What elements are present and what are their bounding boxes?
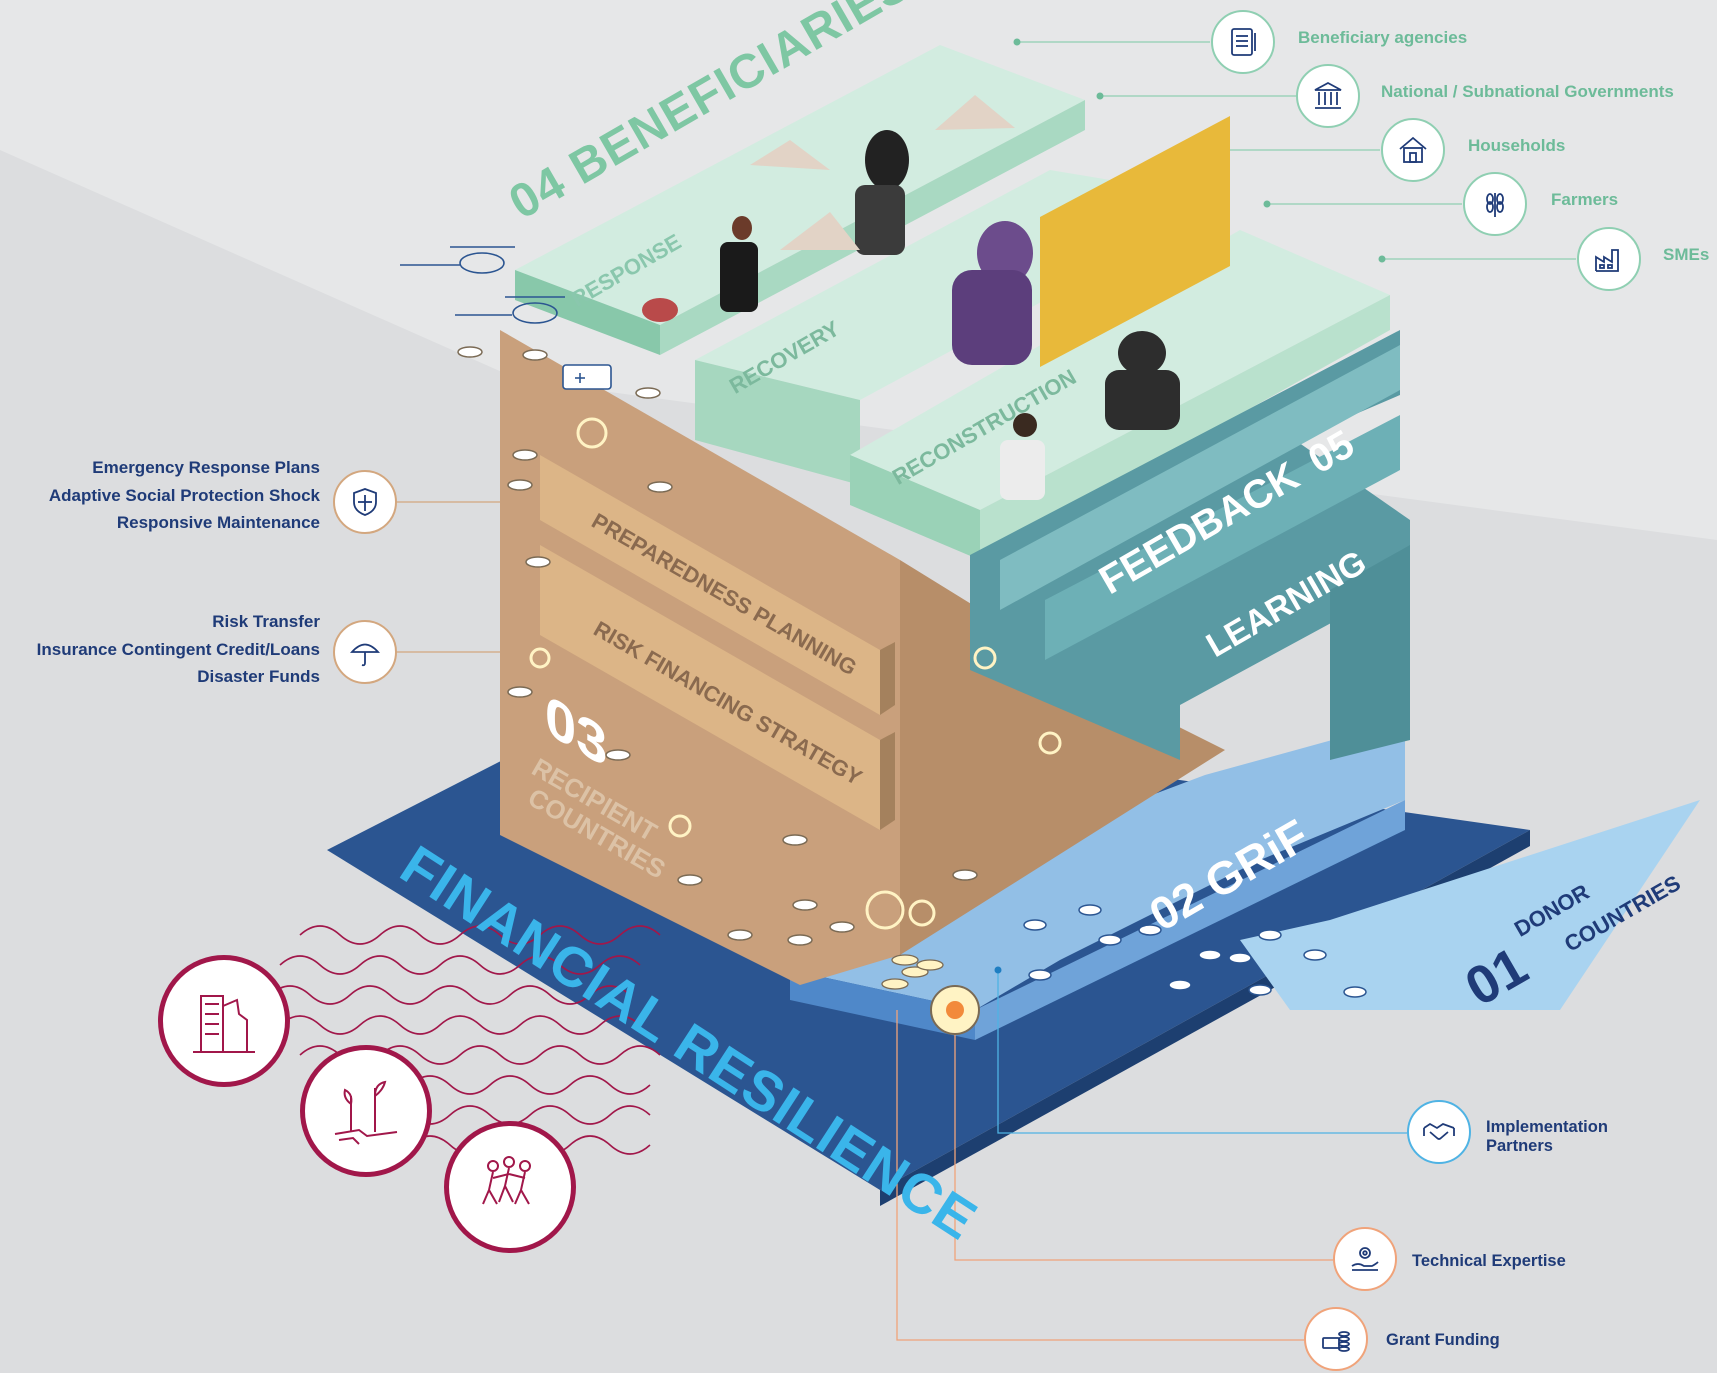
people-fleeing-icon (482, 1156, 531, 1205)
icon-circle-smes (1577, 227, 1641, 291)
document-icon (1231, 28, 1256, 56)
callout-emergency-line2: Adaptive Social Protection Shock (48, 485, 320, 505)
households-label: Households (1468, 136, 1566, 155)
coins-tan (457, 346, 978, 946)
drought-plant-icon (334, 1080, 398, 1145)
crowd-grid (1040, 115, 1230, 368)
governments-label: National / Subnational Governments (1381, 82, 1674, 101)
callout-risk-line3: Disaster Funds (197, 667, 320, 686)
callout-implementation-line2: Partners (1486, 1137, 1553, 1155)
callout-implementation: Implementation Partners (1486, 1118, 1608, 1156)
callout-emergency-line3: Responsive Maintenance (116, 513, 320, 532)
risk-financing-plank (540, 545, 880, 830)
hazard-circle-building (158, 955, 290, 1087)
central-gear-icon (930, 985, 980, 1035)
callout-risk-transfer: Risk Transfer Insurance Contingent Credi… (0, 608, 320, 691)
callout-implementation-line1: Implementation (1486, 1118, 1608, 1136)
coins-icon (1322, 1331, 1350, 1352)
callout-emergency-line1: Emergency Response Plans (92, 458, 320, 477)
hazard-circle-drought (300, 1045, 432, 1177)
icon-circle-governments (1296, 64, 1360, 128)
gear-hand-icon (1351, 1247, 1379, 1271)
umbrella-icon (350, 643, 380, 667)
government-building-icon (1314, 81, 1342, 109)
icon-circle-shield (333, 470, 397, 534)
beneficiary-people (642, 130, 1180, 500)
mountains (750, 95, 1015, 250)
donor-countries-panel (1240, 800, 1700, 1010)
coins (1023, 904, 1367, 998)
preparedness-plank (540, 455, 880, 715)
callout-emergency: Emergency Response Plans Adaptive Social… (0, 454, 320, 537)
icon-circle-technical (1333, 1227, 1397, 1291)
helicopter-icon (400, 246, 565, 324)
damaged-building-icon (193, 995, 255, 1053)
icon-circle-beneficiary-agencies (1211, 10, 1275, 74)
icon-circle-grant (1304, 1307, 1368, 1371)
farmers-label: Farmers (1551, 190, 1619, 209)
callout-risk-line1: Risk Transfer (212, 612, 320, 631)
factory-icon (1595, 249, 1619, 272)
smes-label: SMEs (1663, 245, 1710, 264)
ambulance-icon (562, 364, 612, 390)
icon-circle-farmers (1463, 172, 1527, 236)
callout-risk-line2: Insurance Contingent Credit/Loans (36, 639, 320, 659)
icon-circle-handshake (1407, 1100, 1471, 1164)
connector-lines (365, 41, 1576, 1341)
callout-technical: Technical Expertise (1412, 1252, 1566, 1270)
wheat-icon (1486, 193, 1504, 217)
icon-circle-umbrella (333, 620, 397, 684)
shield-icon (353, 488, 377, 516)
beneficiary-agencies-label: Beneficiary agencies (1298, 28, 1468, 47)
house-icon (1399, 136, 1427, 163)
hazard-circle-people (444, 1121, 576, 1253)
coin-stack (881, 954, 944, 990)
beneficiaries-top (515, 45, 1085, 325)
handshake-icon (1423, 1122, 1455, 1140)
gear-icon (529, 417, 1062, 930)
icon-circle-households (1381, 118, 1445, 182)
callout-grant: Grant Funding (1386, 1331, 1500, 1349)
grif-channel (790, 720, 1405, 1010)
